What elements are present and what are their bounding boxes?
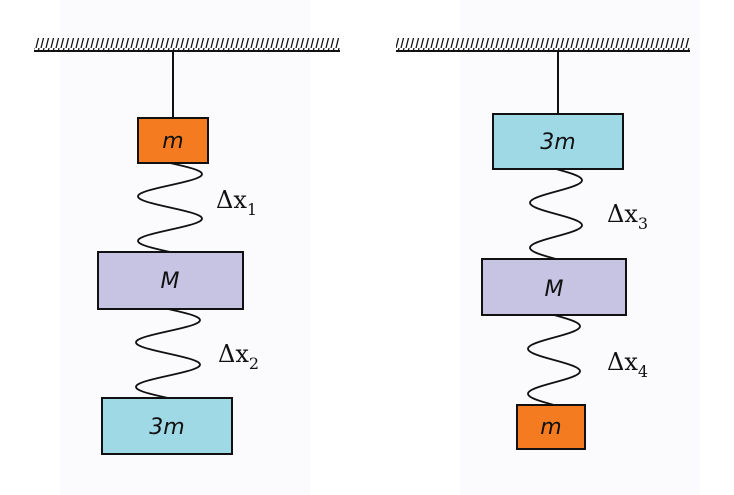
right-middle-mass-label: M xyxy=(545,277,564,302)
left-spring-1-label: Δx1 xyxy=(216,186,257,219)
left-bottom-mass xyxy=(101,397,233,455)
right-middle-mass xyxy=(481,258,627,316)
left-spring-2 xyxy=(135,308,201,399)
right-system: 3m Δx3 M Δx4 m xyxy=(396,38,690,450)
right-top-mass xyxy=(492,113,624,170)
right-spring-2-label: Δx4 xyxy=(607,348,648,381)
right-spring-1 xyxy=(529,168,583,260)
left-top-mass-label: m xyxy=(162,129,183,154)
right-spring-2 xyxy=(527,314,581,406)
right-bottom-mass xyxy=(516,404,586,450)
left-system: m Δx1 M Δx2 3m xyxy=(34,38,340,455)
left-middle-mass-label: M xyxy=(161,269,180,294)
right-spring-1-label: Δx3 xyxy=(607,200,648,233)
left-spring-2-label: Δx2 xyxy=(218,340,259,373)
left-top-mass xyxy=(137,117,209,164)
right-ceiling-hatch xyxy=(396,38,690,50)
right-bottom-mass-label: m xyxy=(540,415,561,440)
left-spring-1 xyxy=(137,162,203,253)
right-top-mass-label: 3m xyxy=(540,130,575,155)
left-bottom-mass-label: 3m xyxy=(149,415,184,440)
left-ceiling-hatch xyxy=(34,38,340,50)
